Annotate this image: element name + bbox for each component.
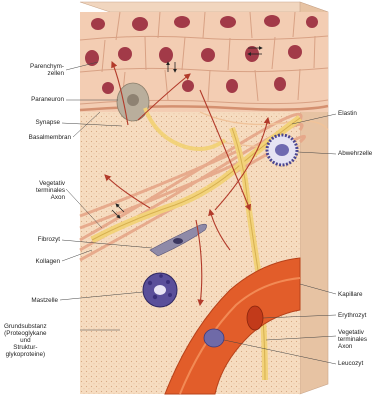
block-top-face [80, 2, 328, 12]
label-paraneuron: Paraneuron [31, 96, 64, 103]
label-grundsubstanz: Grundsubstanz (Proteoglykane und Struktu… [4, 323, 47, 358]
leukocyte-cell [204, 329, 224, 347]
label-vegetativ-terminales-axon-left: Vegetativ terminales Axon [36, 180, 65, 201]
label-parenchymzellen: Parenchym- zellen [30, 63, 64, 77]
defense-cell [267, 135, 297, 165]
label-kapillare: Kapillare [338, 291, 363, 298]
label-basalmembran: Basalmembran [29, 134, 71, 141]
mast-cell [143, 273, 177, 307]
label-erythrozyt: Erythrozyt [338, 312, 366, 319]
label-leucozyt: Leucozyt [338, 360, 363, 367]
label-kollagen: Kollagen [35, 258, 60, 265]
label-abwehrzelle: Abwehrzelle [338, 150, 372, 157]
erythrocyte-cell [247, 306, 263, 330]
label-synapse: Synapse [35, 119, 60, 126]
paraneuron-cell [117, 83, 149, 121]
label-vegetativ-terminales-axon-right: Vegetativ terminales Axon [338, 329, 367, 350]
label-mastzelle: Mastzelle [31, 297, 58, 304]
label-fibrozyt: Fibrozyt [38, 236, 60, 243]
label-elastin: Elastin [338, 110, 357, 117]
